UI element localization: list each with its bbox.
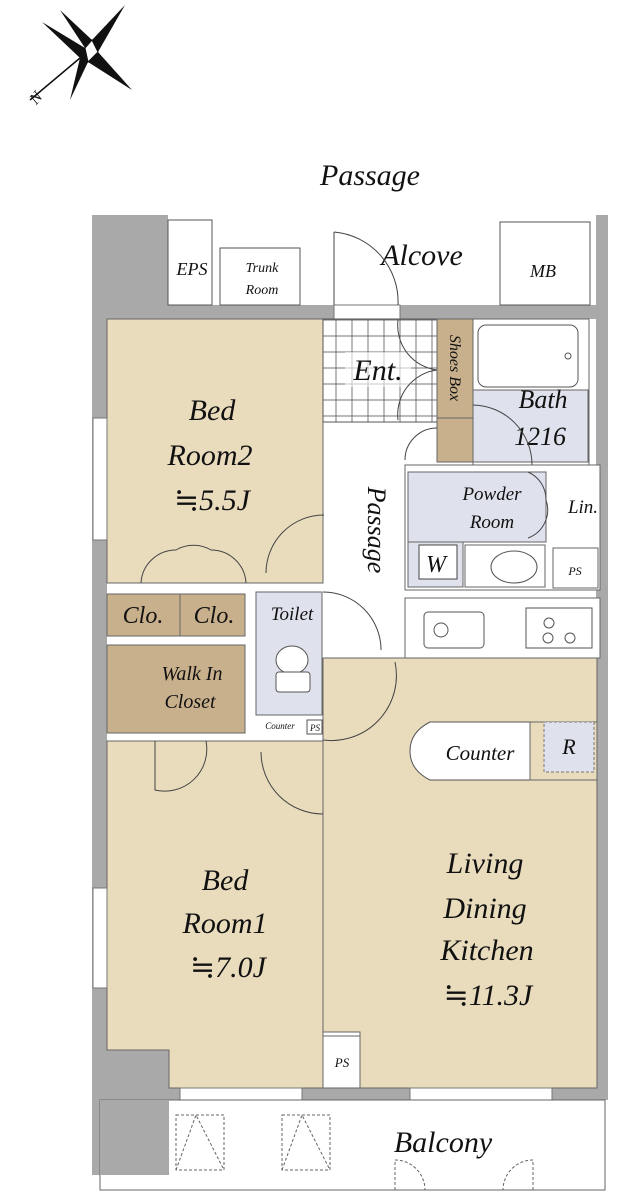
refrigerator-label: R [561,734,576,759]
powder-label: Powder [461,484,522,505]
washer-label: W [426,552,448,578]
bedroom-2 [106,318,324,584]
refrigerator [543,721,595,773]
bedroom1-label: Room1 [182,907,268,940]
bedroom1-label: Bed [202,864,250,897]
walkin-label: Closet [164,691,216,713]
vent-icon [175,1113,331,1171]
bathtub-icon [477,324,579,388]
ldk-label: Dining [442,892,526,925]
window [92,887,108,989]
eps-label: EPS [176,259,208,279]
alcove-label: Alcove [379,239,463,272]
compass-rose-icon: N [26,5,132,109]
balcony-label: Balcony [394,1126,493,1159]
toilet-counter-label: Counter [265,721,295,731]
closet-doors[interactable] [140,544,247,584]
bedroom2-door[interactable] [265,514,325,574]
washer-icon [418,544,458,580]
wall [92,215,168,318]
bedroom2-size: ≒5.5J [174,484,252,517]
mb-label: MB [529,261,556,281]
ldk-door[interactable] [322,661,397,742]
bath-label: Bath [518,385,567,414]
outside-passage-label: Passage [319,159,420,192]
toilet-label: Toilet [271,604,314,625]
counter [409,721,531,781]
trunk-room-label: Room [245,283,279,298]
passage-label: Passage [362,486,391,574]
linen-doors[interactable] [527,471,549,539]
closet-label: Clo. [123,603,164,629]
trunk-room-label: Trunk [246,261,279,276]
balcony-window[interactable] [409,1087,553,1101]
north-label: N [26,88,47,109]
wall [596,215,608,1100]
shoes-box-label: Shoes Box [446,335,463,401]
bedroom1-size: ≒7.0J [190,951,268,984]
ldk-size: ≒11.3J [444,979,534,1012]
window [92,417,108,541]
ldk-label: Living [446,847,524,880]
linen-label: Lin. [567,497,598,518]
ps-label: PS [334,1055,350,1070]
toilet-icon [275,645,309,675]
entrance-label: Ent. [352,354,402,387]
walk-in-closet [106,644,246,734]
front-door[interactable] [333,231,399,306]
bath-door[interactable] [472,404,533,466]
closet-label: Clo. [194,603,235,629]
ldk-label: Kitchen [439,934,533,967]
ps-label: PS [309,723,320,733]
bedroom-1 [106,740,324,1089]
bedroom2-label: Bed [189,394,237,427]
shoes-box [436,318,476,463]
bedroom1-door[interactable] [260,751,324,815]
bedroom2-label: Room2 [167,439,253,472]
powder-room [407,471,547,543]
door[interactable] [404,427,438,461]
ps-label: PS [567,564,581,578]
toilet-door[interactable] [322,591,382,651]
balcony-window[interactable] [179,1087,303,1101]
powder-label: Room [469,512,514,533]
sink-icon [490,550,538,584]
counter-label: Counter [446,741,516,765]
bath-size-label: 1216 [514,422,566,451]
walkin-closet-door[interactable] [154,740,208,792]
walkin-label: Walk In [162,663,223,685]
balcony [99,1099,606,1191]
